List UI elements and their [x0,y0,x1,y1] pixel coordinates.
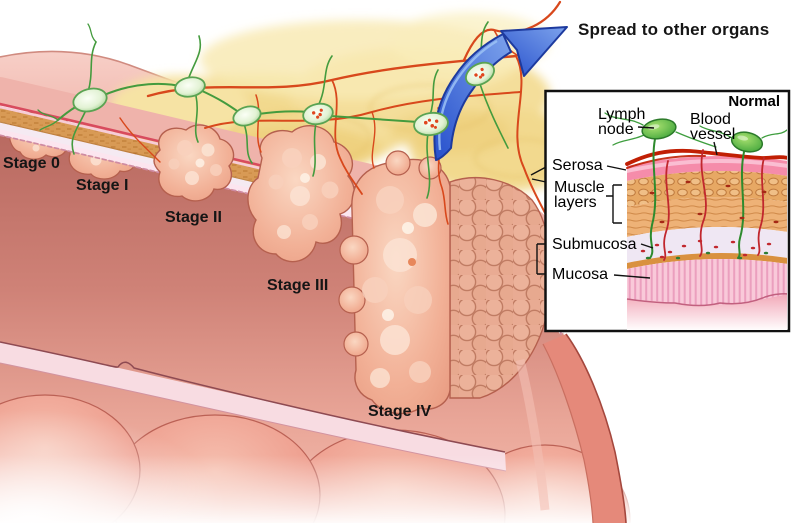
inset-leader-lines [606,126,718,279]
tumor-stage-4 [338,150,552,415]
lymph-node [232,105,262,127]
colon-lumen-bottom [0,341,640,523]
colon-interior [0,135,610,523]
normal-wall-inset [530,89,791,333]
colon-end-ring [515,333,627,523]
tumor-stage-2 [153,124,235,202]
lymph-node [72,87,108,113]
inset-blood-vessel [625,148,787,261]
submucosa-layer [627,227,787,263]
lymph-nodes [72,61,495,137]
lymph-node-with-tumor-cells [465,61,495,87]
lymph-node-with-tumor-cells [302,102,334,126]
external-leader-lines [530,166,547,275]
muscularis-mucosae [627,253,787,269]
mucosa-layer [627,259,787,305]
lymph-node [174,76,206,98]
submucosa-cells [640,180,779,260]
inset-lymph-vessels [604,112,787,259]
lymph-vessels [37,21,509,199]
inset-lymph-node [730,131,764,153]
